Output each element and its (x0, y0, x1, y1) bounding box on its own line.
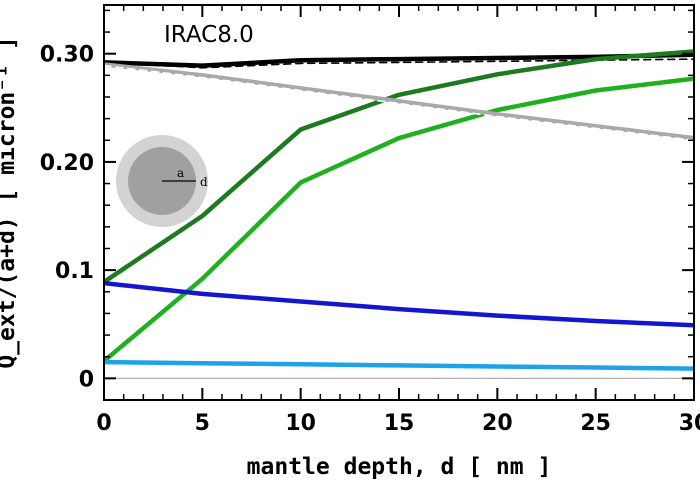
series-line-3 (104, 49, 694, 285)
x-tick-label: 5 (195, 411, 210, 436)
y-tick-label: 0.1 (55, 259, 94, 284)
y-tick-label: 0.20 (40, 151, 94, 176)
y-axis-title: Q_ext/(a+d) [ micron⁻¹ ] (0, 36, 20, 368)
x-tick-label: 20 (482, 411, 513, 436)
series-line-6 (104, 359, 694, 371)
y-tick-label: 0.30 (40, 43, 94, 68)
x-tick-label: 15 (384, 411, 415, 436)
series-layer (104, 49, 694, 379)
tick-layer: 0 5 10 15 20 25 30 0 0.1 0.20 0.30 (40, 5, 700, 436)
panel-label: IRAC8.0 (164, 22, 254, 48)
inset-mantle-label: d (200, 175, 208, 189)
y-tick-label: 0 (79, 367, 94, 392)
series-line-5 (104, 280, 694, 328)
series-line-8 (104, 64, 694, 142)
series-line-7 (104, 62, 694, 141)
x-tick-label: 10 (285, 411, 316, 436)
grain-inset-diagram: a d (116, 135, 208, 227)
x-tick-label: 0 (96, 411, 111, 436)
inset-core-label: a (177, 166, 184, 180)
series-line-4 (104, 76, 694, 364)
x-tick-label: 30 (679, 411, 700, 436)
x-axis-title: mantle depth, d [ nm ] (247, 454, 552, 480)
x-tick-label: 25 (580, 411, 611, 436)
